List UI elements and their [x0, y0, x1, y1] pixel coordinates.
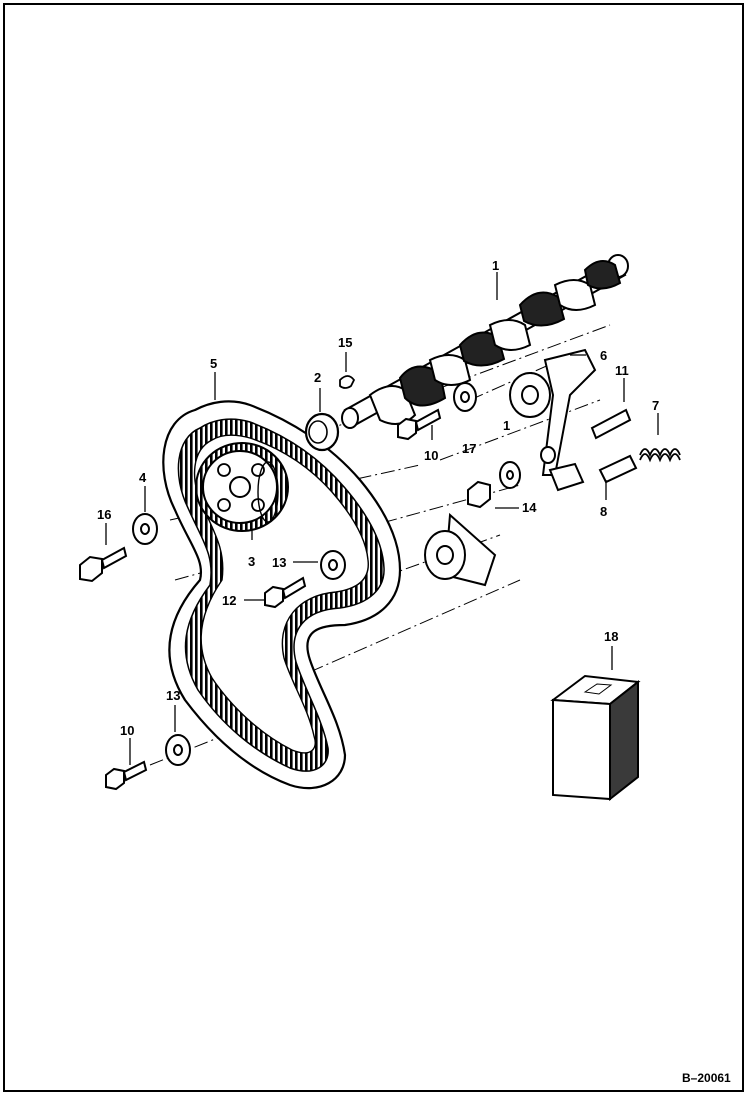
idler-pulley: [424, 512, 497, 587]
tensioner-pulley: [509, 348, 597, 492]
woodruff-key: [339, 375, 356, 389]
callout-1: 1: [492, 258, 499, 273]
callout-11: 11: [615, 363, 629, 378]
callout-3: 3: [248, 554, 255, 569]
spring: [639, 448, 681, 463]
callout-13b: 13: [166, 688, 180, 703]
callout-labels: 1 2 3 4 5 6 7 8 10 10 11 12 13 13 14 15 …: [97, 258, 731, 1085]
callout-10b: 10: [120, 723, 134, 738]
callout-15: 15: [338, 335, 352, 350]
callout-5: 5: [210, 356, 217, 371]
callout-17: 17: [462, 441, 476, 456]
diagram-frame: [3, 3, 744, 1092]
plunger: [598, 454, 638, 484]
nut: [467, 480, 491, 509]
gasket-kit-box: [550, 674, 641, 802]
callout-6: 6: [600, 348, 607, 363]
washers: [132, 382, 521, 766]
callout-8: 8: [600, 504, 607, 519]
callout-14: 14: [522, 500, 537, 515]
sprocket: [195, 442, 289, 532]
callout-12: 12: [222, 593, 236, 608]
oil-seal: [304, 412, 340, 452]
figure-reference: B–20061: [682, 1071, 731, 1085]
callout-16: 16: [97, 507, 111, 522]
callout-1-tensioner: 1: [503, 418, 510, 433]
leader-lines: [105, 272, 659, 765]
callout-7: 7: [652, 398, 659, 413]
bolts: [79, 408, 632, 791]
callout-2: 2: [314, 370, 321, 385]
callout-4: 4: [139, 470, 147, 485]
callout-13a: 13: [272, 555, 286, 570]
camshaft: [341, 254, 629, 429]
callout-10a: 10: [424, 448, 438, 463]
callout-18: 18: [604, 629, 618, 644]
